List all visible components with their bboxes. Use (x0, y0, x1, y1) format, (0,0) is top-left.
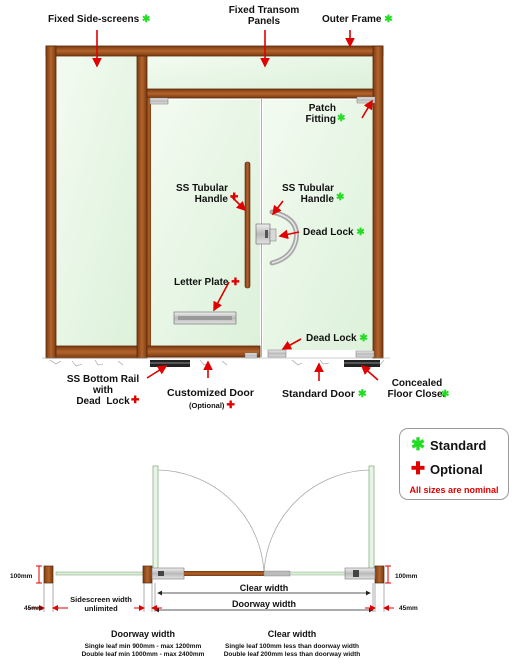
custom-door-bottom-rail (146, 345, 261, 358)
patch-fitting-left (149, 97, 169, 105)
ss-tubular-handle-right-label: SS Tubular Handle (281, 183, 334, 205)
standard-marker-closer: ✱ (441, 389, 450, 400)
mullion-plan (142, 565, 153, 584)
right-door-glass (263, 100, 373, 350)
clear-width-line1: Single leaf 100mm less than doorway widt… (224, 643, 359, 650)
fixed-side-screens-label: Fixed Side-screens ✱ (48, 14, 151, 25)
outer-frame-label: Outer Frame ✱ (322, 14, 393, 25)
transom-glass (147, 55, 373, 89)
bottom-patch-fitting-left (244, 352, 258, 359)
dimension-lines (154, 590, 374, 613)
dead-lock-bottom-label: Dead Lock ✱ (306, 333, 368, 344)
frame-right-plan (374, 565, 385, 584)
optional-marker-handle-left: ✚ (230, 192, 239, 203)
letter-plate-label: Letter Plate ✚ (174, 277, 240, 288)
patch-fitting-right (356, 96, 376, 104)
custom-door-left-stile (147, 98, 151, 348)
left-leaf-open (152, 465, 159, 575)
optional-marker-bottom-rail: ✚ (131, 395, 140, 406)
patch-fitting-label: Patch Fitting (305, 103, 336, 125)
outer-frame-right (372, 45, 384, 359)
legend-standard: ✱Standard (406, 435, 486, 455)
sidescreen-glass-plan (55, 571, 145, 576)
gap-left-label: 45mm (24, 605, 43, 612)
left-door-glass (148, 100, 260, 350)
standard-door-label: Standard Door ✱ (282, 388, 367, 400)
nominal-note: All sizes are nominal (409, 485, 499, 495)
patch-fitting-marker: ✱ (337, 113, 346, 124)
doorway-width-title: Doorway width (110, 629, 175, 639)
standard-marker-handle-right: ✱ (336, 192, 345, 203)
clear-width-line2: Double leaf 200mm less than doorway widt… (223, 651, 361, 658)
gap-right-label: 45mm (399, 605, 418, 612)
legend-optional: ✚Optional (406, 459, 483, 479)
ss-bottom-rail-label: SS Bottom Rail with Dead Lock (66, 374, 140, 407)
concealed-floor-closer-label: Concealed Floor Closer (387, 378, 447, 400)
mullion (136, 55, 148, 359)
optional-symbol-icon: ✚ (410, 459, 426, 478)
elevation-arrows (92, 30, 379, 381)
left-door-swing-arc (154, 469, 265, 575)
right-leaf-open (368, 465, 375, 575)
transom-bar (146, 88, 374, 99)
floor-line (42, 357, 390, 367)
customized-door-label: Customized Door (167, 387, 254, 399)
wood-bottom-rail-plan (184, 571, 264, 576)
side-screen-bottom-rail (55, 345, 138, 359)
dead-lock-bottom-plate (267, 349, 287, 358)
bottom-patch-fitting-right (355, 350, 375, 358)
doorway-width-line1: Single leaf min 900mm - max 1200mm (84, 643, 202, 650)
dead-lock-label: Dead Lock ✱ (303, 227, 365, 238)
customized-door-optional-label: (Optional) ✚ (189, 400, 235, 411)
doorway-width-line2: Double leaf min 1000mm - max 2400mm (81, 651, 205, 658)
ss-tubular-handle-left-label: SS Tubular Handle (175, 183, 228, 205)
plan-view (28, 465, 394, 613)
standard-symbol-icon: ✱ (410, 435, 426, 454)
outer-frame-left (45, 45, 57, 359)
clear-width-label: Clear width (239, 583, 289, 593)
frame-depth-right-label: 100mm (395, 573, 418, 580)
right-door-swing-arc (263, 469, 373, 575)
fixed-transom-panels-label: Fixed Transom Panels (228, 5, 300, 27)
standard-marker: ✱ (141, 14, 151, 25)
legend: ✱Standard ✚Optional All sizes are nomina… (399, 428, 509, 500)
frame-left-plan (43, 565, 54, 584)
ss-tubular-handle-left (244, 161, 251, 289)
frame-depth-left-label: 100mm (10, 573, 33, 580)
doorway-width-label: Doorway width (231, 599, 296, 609)
side-screen-glass (56, 55, 137, 347)
sidescreen-width-label: Sidescreen width unlimited (70, 595, 132, 613)
clear-width-title: Clear width (267, 629, 317, 639)
elevation-view (42, 30, 390, 381)
